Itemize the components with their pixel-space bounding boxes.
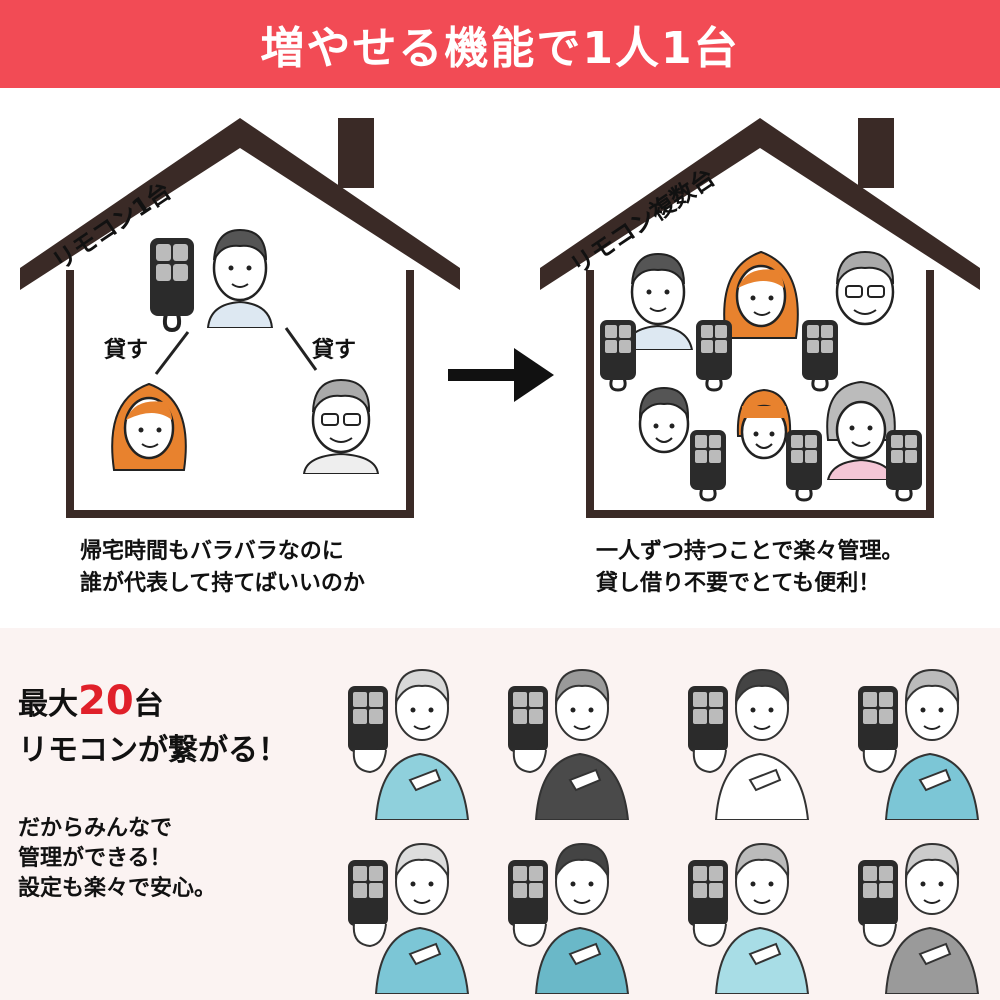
feature-section: 最大20台 リモコンが繋がる！ だからみんなで 管理ができる！ 設定も楽々で安心…	[0, 628, 1000, 1000]
lend-line-left	[154, 331, 190, 375]
headline-suffix: 台	[133, 687, 164, 722]
subtext-line3: 設定も楽々で安心。	[18, 876, 217, 901]
lend-line-right	[284, 327, 318, 371]
house-outline-icon	[20, 118, 460, 518]
remote-control-icon	[690, 430, 726, 502]
boy-avatar-icon	[638, 386, 690, 454]
remote-control-icon	[802, 320, 838, 392]
right-caption: 一人ずつ持つことで楽々管理。 貸し借り不要でとても便利！	[596, 536, 903, 600]
person-with-remote-icon	[508, 668, 630, 820]
man-avatar-icon	[622, 252, 694, 350]
right-caption-line1: 一人ずつ持つことで楽々管理。	[596, 539, 904, 564]
single-remote-house: リモコン1台	[20, 118, 460, 518]
arrow-right-icon	[448, 348, 554, 402]
headline-number: 20	[78, 678, 134, 724]
lend-label-left: 貸す	[104, 338, 149, 363]
lend-label-right: 貸す	[312, 338, 357, 363]
remote-control-icon	[150, 238, 194, 332]
headline-prefix: 最大	[18, 687, 78, 722]
subtext-line1: だからみんなで	[18, 816, 173, 841]
subtext-line2: 管理ができる！	[18, 846, 172, 871]
elderly-man-avatar-icon	[302, 378, 380, 474]
right-caption-line2: 貸し借り不要でとても便利！	[596, 571, 881, 596]
girl-avatar-icon	[736, 388, 792, 460]
person-with-remote-icon	[858, 842, 980, 994]
person-with-remote-icon	[858, 668, 980, 820]
person-with-remote-icon	[688, 668, 810, 820]
person-with-remote-icon	[348, 668, 470, 820]
elderly-man-avatar-icon	[835, 250, 895, 326]
remote-control-icon	[600, 320, 636, 392]
person-with-remote-icon	[348, 842, 470, 994]
woman-avatar-icon	[723, 250, 799, 339]
elderly-woman-avatar-icon	[826, 380, 896, 480]
title-banner: 増やせる機能で1人1台	[0, 0, 1000, 88]
house-outline-icon	[540, 118, 980, 518]
man-avatar-icon	[206, 228, 274, 328]
left-caption: 帰宅時間もバラバラなのに 誰が代表して持てばいいのか	[80, 536, 365, 600]
person-with-remote-icon	[688, 842, 810, 994]
remote-control-icon	[696, 320, 732, 392]
banner-title: 増やせる機能で1人1台	[260, 23, 740, 74]
woman-avatar-icon	[111, 382, 187, 471]
multiple-remote-house: リモコン複数台	[540, 118, 980, 518]
left-caption-line1: 帰宅時間もバラバラなのに	[80, 539, 344, 564]
headline: 最大20台 リモコンが繋がる！	[18, 678, 288, 774]
remote-control-icon	[786, 430, 822, 502]
remote-control-icon	[886, 430, 922, 502]
headline-line2: リモコンが繋がる！	[18, 733, 288, 768]
person-with-remote-icon	[508, 842, 630, 994]
left-caption-line2: 誰が代表して持てばいいのか	[80, 571, 365, 596]
comparison-section: リモコン1台	[0, 88, 1000, 628]
subtext: だからみんなで 管理ができる！ 設定も楽々で安心。	[18, 814, 216, 904]
